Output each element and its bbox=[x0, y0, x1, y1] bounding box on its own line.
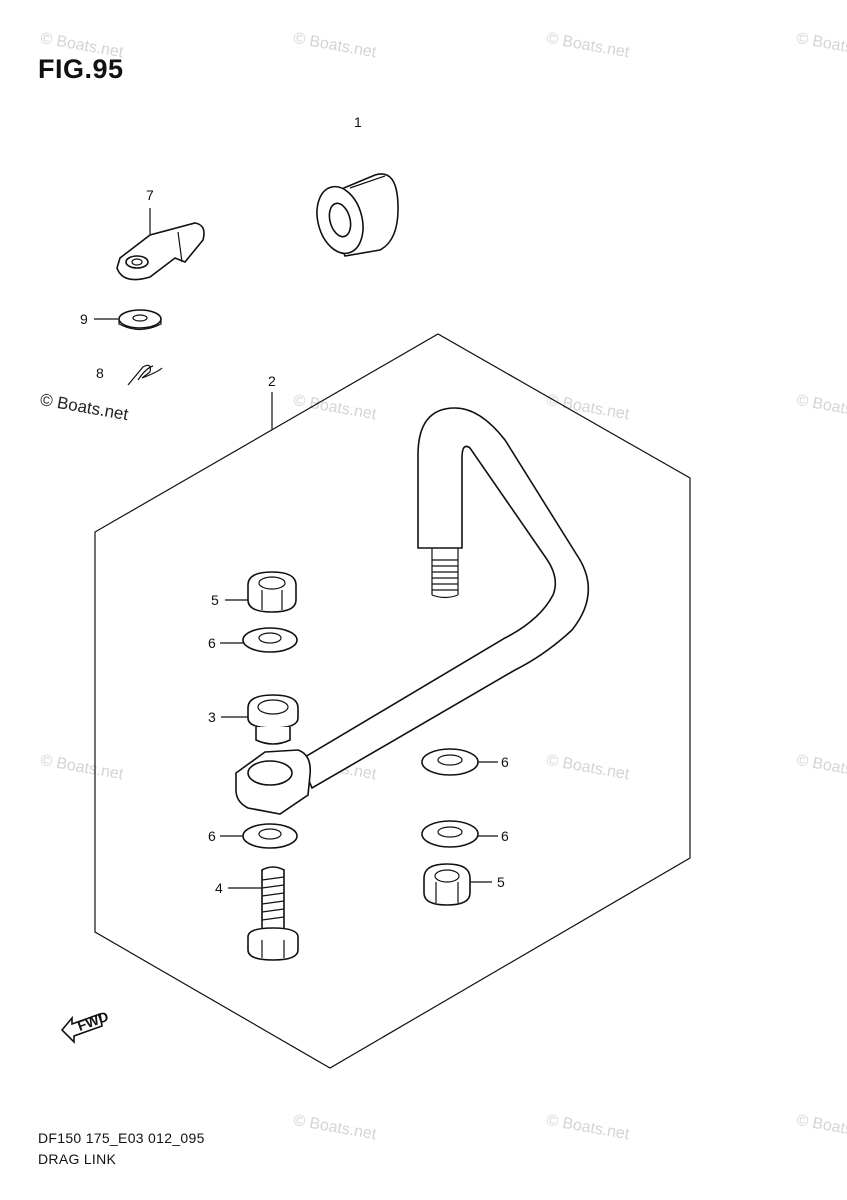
part-6-washer-b bbox=[242, 823, 298, 849]
part-8-cotter-pin bbox=[127, 364, 163, 386]
assembly-boundary bbox=[94, 333, 691, 1069]
callout-6-c: 6 bbox=[501, 754, 509, 770]
callout-6-a: 6 bbox=[208, 635, 216, 651]
figure-title: FIG.95 bbox=[38, 54, 124, 84]
callout-8: 8 bbox=[96, 365, 104, 381]
callout-4: 4 bbox=[215, 880, 223, 896]
callout-1: 1 bbox=[354, 114, 362, 130]
callout-9: 9 bbox=[80, 311, 88, 327]
part-9-washer bbox=[118, 309, 162, 331]
part-2-drag-link bbox=[235, 407, 590, 815]
fwd-arrow-icon: FWD bbox=[60, 1008, 111, 1044]
part-6-washer-d bbox=[421, 820, 479, 848]
callout-6-b: 6 bbox=[208, 828, 216, 844]
callout-6-d: 6 bbox=[501, 828, 509, 844]
diagram-caption: DRAG LINK bbox=[38, 1151, 117, 1167]
diagram-code: DF150 175_E03 012_095 bbox=[38, 1130, 205, 1146]
callout-2: 2 bbox=[268, 373, 276, 389]
callout-5-lower: 5 bbox=[497, 874, 505, 890]
part-3-bushing bbox=[247, 694, 299, 745]
part-5-nut-lower bbox=[423, 863, 471, 906]
callout-5-upper: 5 bbox=[211, 592, 219, 608]
callout-3: 3 bbox=[208, 709, 216, 725]
leader-lines bbox=[94, 208, 498, 889]
part-5-nut-upper bbox=[247, 571, 297, 613]
part-7-link-end bbox=[116, 222, 205, 281]
part-4-bolt bbox=[247, 866, 299, 961]
callout-7: 7 bbox=[146, 187, 154, 203]
part-6-washer-a bbox=[242, 627, 298, 653]
part-6-washer-c bbox=[421, 748, 479, 776]
part-1-bushing bbox=[316, 173, 399, 257]
